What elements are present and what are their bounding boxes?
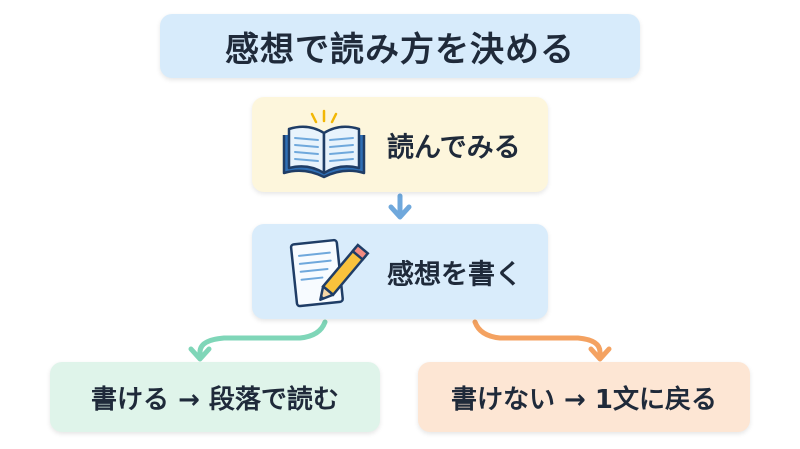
open-book-icon xyxy=(282,109,366,179)
step-read: 読んでみる xyxy=(252,97,548,192)
arrow-to-left-outcome xyxy=(188,319,328,362)
outcome-cannot-write-text: 書けない → 1文に戻る xyxy=(451,384,717,415)
step-read-label: 読んでみる xyxy=(387,132,521,163)
step-write-label: 感想を書く xyxy=(387,259,522,290)
outcome-can-write-text: 書ける → 段落で読む xyxy=(91,384,339,415)
step-write: 感想を書く xyxy=(252,224,548,319)
arrow-to-right-outcome xyxy=(472,319,612,362)
diagram-title: 感想で読み方を決める xyxy=(160,14,640,78)
outcome-can-write: 書ける → 段落で読む xyxy=(50,362,380,432)
arrow-step1-to-step2 xyxy=(388,193,412,220)
writing-pencil-icon xyxy=(289,238,370,308)
outcome-cannot-write: 書けない → 1文に戻る xyxy=(418,362,750,432)
diagram-title-text: 感想で読み方を決める xyxy=(225,29,575,70)
